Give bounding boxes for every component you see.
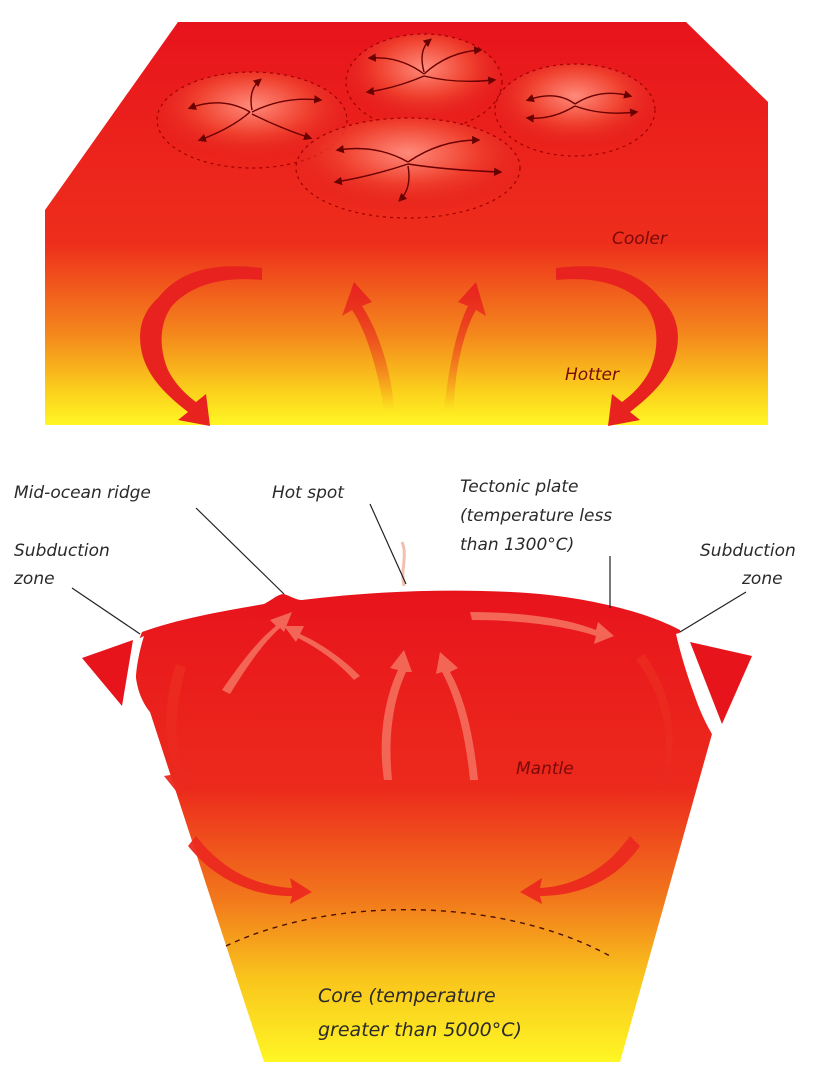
leader-line-hot-spot: [370, 504, 406, 584]
hot-spot-label: Hot spot: [272, 483, 345, 503]
subduction-left-label-line2: zone: [13, 569, 55, 589]
mid-ocean-ridge-label: Mid-ocean ridge: [14, 483, 151, 503]
tectonic-plate-label-line3: than 1300°C): [460, 535, 574, 555]
core-label-line2: greater than 5000°C): [318, 1019, 522, 1041]
tectonic-plate-label-line2: (temperature less: [460, 506, 612, 526]
earth-cross-section: Mid-ocean ridge Hot spot Tectonic plate …: [13, 477, 796, 1062]
tectonic-plate-label-line1: Tectonic plate: [460, 477, 578, 497]
subducting-plate-left: [82, 640, 133, 706]
hotter-label: Hotter: [565, 365, 620, 385]
subduction-right-label-line2: zone: [741, 569, 783, 589]
top-convection-block: Cooler Hotter: [45, 22, 768, 426]
convection-cell: [495, 64, 655, 156]
leader-line-subduction-left: [72, 588, 140, 634]
mantle-label: Mantle: [516, 759, 574, 779]
leader-line-subduction-right: [680, 592, 746, 632]
core-label-line1: Core (temperature: [318, 985, 496, 1007]
subduction-right-label-line1: Subduction: [700, 541, 796, 561]
subduction-left-label-line1: Subduction: [14, 541, 110, 561]
leader-line-mid-ocean-ridge: [196, 508, 284, 594]
cooler-label: Cooler: [612, 229, 668, 249]
